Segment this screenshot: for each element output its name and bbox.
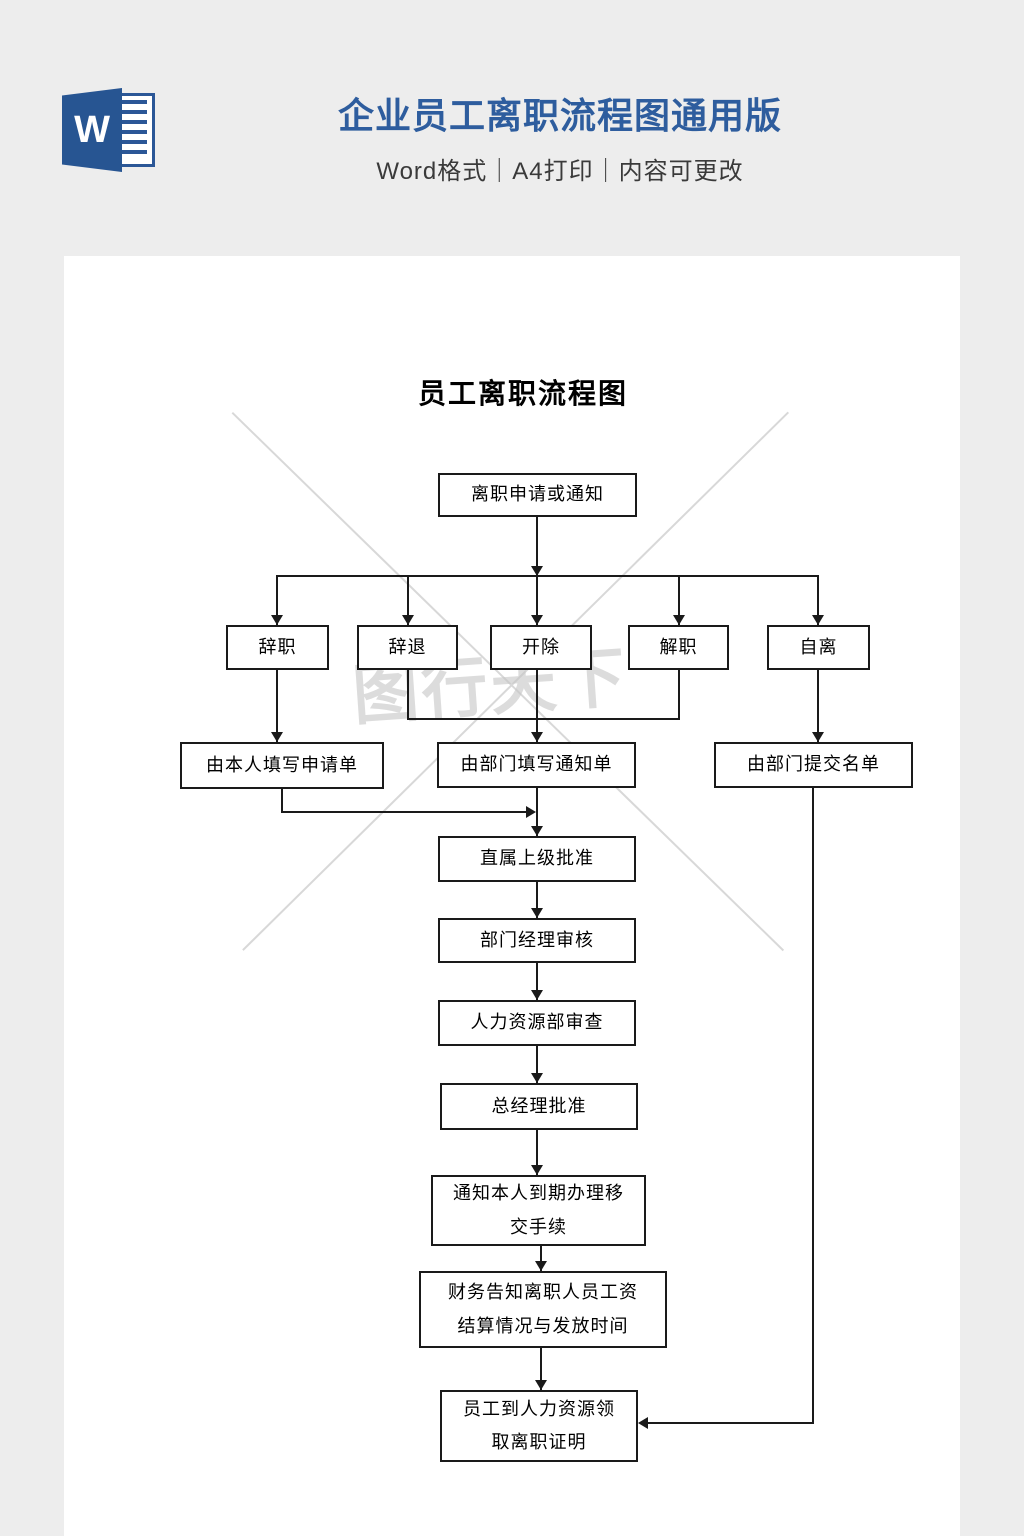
flow-node-hr-review: 人力资源部审查 — [438, 1000, 636, 1046]
connector-line — [536, 517, 538, 576]
connector-line — [817, 670, 819, 742]
connector-arrowhead — [531, 615, 543, 625]
flow-node-dismiss: 辞退 — [357, 625, 458, 670]
connector-line — [817, 576, 819, 625]
connector-line — [536, 963, 538, 1000]
connector-line — [281, 789, 283, 813]
word-letter: W — [74, 109, 110, 151]
flow-node-gm-approve: 总经理批准 — [440, 1083, 638, 1130]
flow-node-get-certificate: 员工到人力资源领 取离职证明 — [440, 1390, 638, 1462]
connector-arrowhead — [531, 1073, 543, 1083]
flow-node-self-leave: 自离 — [767, 625, 870, 670]
connector-arrowhead — [812, 732, 824, 742]
page-title: 企业员工离职流程图通用版 — [337, 95, 782, 136]
flow-node-self-fill-form: 由本人填写申请单 — [180, 742, 384, 789]
connector-arrowhead — [535, 1380, 547, 1390]
connector-line — [646, 1422, 814, 1424]
connector-line — [276, 670, 278, 742]
flow-node-dept-fill-notice: 由部门填写通知单 — [437, 742, 636, 788]
flow-node-resign: 辞职 — [226, 625, 329, 670]
flow-node-dept-manager-review: 部门经理审核 — [438, 918, 636, 963]
flow-node-expel: 开除 — [490, 625, 592, 670]
flow-node-notify-handover: 通知本人到期办理移 交手续 — [431, 1175, 646, 1246]
flow-node-finance-inform: 财务告知离职人员工资 结算情况与发放时间 — [419, 1271, 667, 1348]
connector-line — [678, 576, 680, 625]
connector-line — [407, 576, 409, 625]
connector-arrowhead — [531, 732, 543, 742]
connector-arrowhead — [526, 806, 536, 818]
connector-arrowhead — [531, 990, 543, 1000]
connector-line — [540, 1246, 542, 1271]
page-subtitle: Word格式｜A4打印｜内容可更改 — [376, 158, 744, 185]
word-logo-icon: W — [62, 88, 155, 172]
connector-line — [407, 670, 409, 720]
connector-arrowhead — [812, 615, 824, 625]
connector-line — [536, 882, 538, 918]
connector-arrowhead — [531, 566, 543, 576]
connector-line — [678, 670, 680, 720]
connector-arrowhead — [531, 826, 543, 836]
connector-arrowhead — [535, 1261, 547, 1271]
connector-line — [540, 1348, 542, 1390]
connector-line — [276, 575, 819, 577]
flow-node-dept-submit-list: 由部门提交名单 — [714, 742, 913, 788]
connector-line — [407, 718, 680, 720]
connector-line — [536, 576, 538, 625]
flow-node-discharge: 解职 — [628, 625, 729, 670]
connector-arrowhead — [531, 908, 543, 918]
connector-line — [281, 811, 528, 813]
flow-node-supervisor-approve: 直属上级批准 — [438, 836, 636, 882]
connector-arrowhead — [531, 1165, 543, 1175]
flow-node-apply-or-notice: 离职申请或通知 — [438, 473, 637, 517]
connector-arrowhead — [271, 732, 283, 742]
connector-arrowhead — [638, 1417, 648, 1429]
connector-arrowhead — [271, 615, 283, 625]
connector-line — [536, 670, 538, 742]
connector-line — [536, 1130, 538, 1175]
connector-line — [536, 1046, 538, 1083]
header: 企业员工离职流程图通用版 Word格式｜A4打印｜内容可更改 — [160, 94, 960, 186]
connector-arrowhead — [673, 615, 685, 625]
flowchart-title: 员工离职流程图 — [417, 378, 628, 409]
connector-arrowhead — [402, 615, 414, 625]
connector-line — [812, 788, 814, 1424]
word-flag-shape: W — [62, 88, 122, 172]
connector-line — [276, 576, 278, 625]
connector-line — [536, 788, 538, 836]
